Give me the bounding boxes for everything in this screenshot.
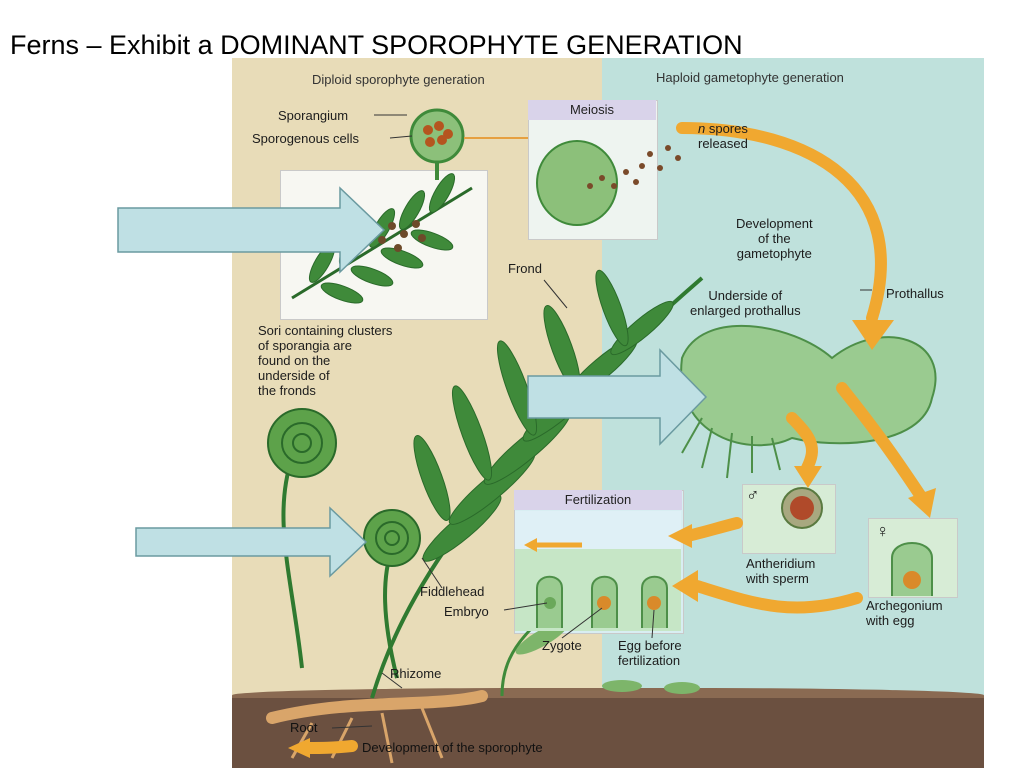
label-root: Root bbox=[290, 720, 318, 735]
haploid-header: Haploid gametophyte generation bbox=[656, 70, 844, 85]
diploid-header: Diploid sporophyte generation bbox=[312, 72, 485, 87]
sporangium bbox=[409, 108, 465, 164]
label-archegonium: Archegonium with egg bbox=[866, 598, 943, 628]
fern-life-cycle-figure: Meiosis Fertilization bbox=[232, 58, 984, 768]
label-antheridium: Antheridium with sperm bbox=[746, 556, 816, 586]
label-underside-prothallus: Underside of enlarged prothallus bbox=[690, 288, 801, 318]
rhizome bbox=[266, 690, 488, 724]
fertilization-header: Fertilization bbox=[514, 490, 682, 510]
label-prothallus: Prothallus bbox=[886, 286, 944, 301]
label-rhizome: Rhizome bbox=[390, 666, 442, 681]
sporogenous-cells bbox=[423, 121, 453, 147]
label-male-symbol: ♂ bbox=[746, 485, 760, 505]
slide-title: Ferns – Exhibit a DOMINANT SPOROPHYTE GE… bbox=[10, 30, 743, 60]
archegonium bbox=[891, 542, 933, 596]
label-sporogenous-cells: Sporogenous cells bbox=[252, 131, 359, 146]
large-fiddlehead bbox=[267, 408, 337, 478]
leader-lines bbox=[331, 279, 872, 729]
meiosis-header: Meiosis bbox=[528, 100, 656, 120]
label-frond: Frond bbox=[508, 261, 542, 276]
arrow-heads bbox=[288, 320, 936, 758]
life-cycle-arrows bbox=[301, 122, 928, 754]
label-development-gametophyte: Development of the gametophyte bbox=[736, 216, 813, 261]
label-embryo: Embryo bbox=[444, 604, 489, 619]
label-egg-before: Egg before fertilization bbox=[618, 638, 682, 668]
prothallus bbox=[680, 324, 937, 447]
sperm-cluster bbox=[790, 496, 814, 520]
fiddlehead bbox=[363, 509, 421, 567]
label-sporangium: Sporangium bbox=[278, 108, 349, 123]
fern-illustration bbox=[266, 108, 937, 764]
egg bbox=[903, 571, 921, 589]
label-n-italic: n bbox=[698, 121, 706, 136]
label-development-sporophyte: Development of the sporophyte bbox=[362, 740, 543, 755]
label-sori: Sori containing clusters of sporangia ar… bbox=[258, 323, 393, 398]
label-female-symbol: ♀ bbox=[876, 521, 890, 541]
sori-clusters bbox=[378, 220, 426, 252]
label-spores-released: n spores released bbox=[698, 121, 748, 151]
label-zygote: Zygote bbox=[542, 638, 582, 653]
released-spores bbox=[587, 145, 681, 189]
label-fiddlehead: Fiddlehead bbox=[420, 584, 485, 599]
meiosis-sporangium bbox=[536, 140, 618, 226]
label-spores-text: spores released bbox=[698, 121, 748, 151]
